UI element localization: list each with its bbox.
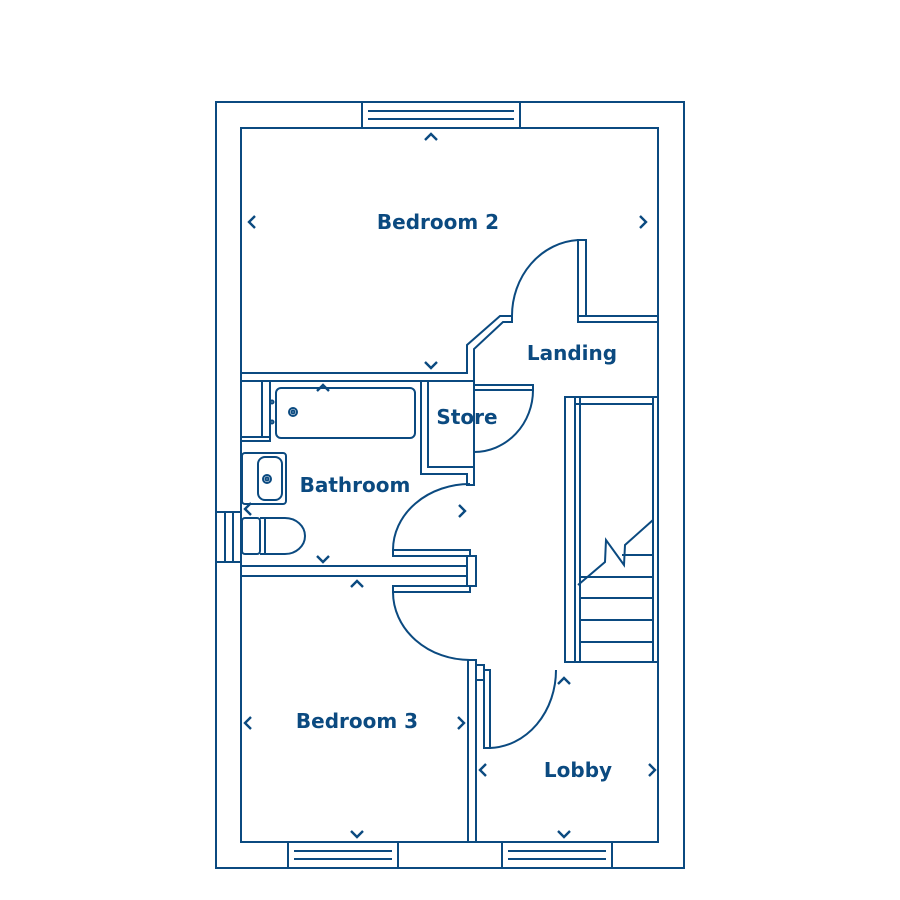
door-bathroom	[392, 483, 471, 557]
door-bedroom2	[510, 239, 579, 317]
interior-walls	[240, 239, 659, 843]
dimension-markers	[243, 132, 657, 839]
label-store: Store	[436, 405, 497, 429]
label-bedroom3: Bedroom 3	[296, 709, 418, 733]
stair-break-line	[577, 519, 654, 586]
window-top	[361, 101, 521, 129]
door-store	[473, 384, 534, 453]
door-lobby	[483, 669, 557, 749]
label-bathroom: Bathroom	[300, 473, 411, 497]
toilet	[241, 517, 306, 555]
label-lobby: Lobby	[544, 758, 612, 782]
door-bedroom3	[392, 585, 471, 661]
bathtub	[269, 387, 416, 439]
label-landing: Landing	[527, 341, 617, 365]
outer-wall	[215, 101, 685, 869]
staircase	[574, 396, 659, 663]
window-lobby	[501, 841, 613, 869]
label-bedroom2: Bedroom 2	[377, 210, 499, 234]
basin	[241, 452, 287, 505]
window-bedroom3	[287, 841, 399, 869]
